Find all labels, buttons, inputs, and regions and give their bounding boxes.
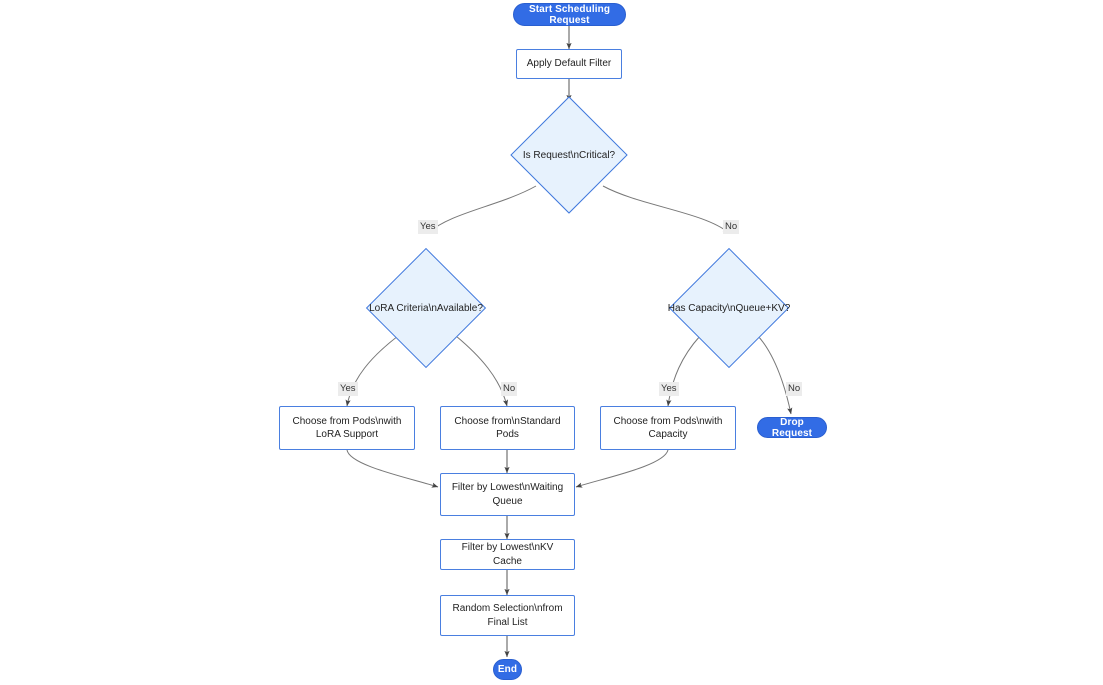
node-lora-criteria-available[interactable]: LoRA Criteria\nAvailable? xyxy=(364,247,488,369)
edge-capacity-no-to-drop-request xyxy=(757,335,793,415)
node-choose-capacity-pods[interactable]: Choose from Pods\nwith Capacity xyxy=(600,406,736,450)
node-filter-waiting-queue-line1: Filter by Lowest\nWaiting xyxy=(451,482,564,493)
node-end-label: End xyxy=(497,664,518,675)
node-choose-standard-pods[interactable]: Choose from\nStandard Pods xyxy=(440,406,575,450)
edge-label-capacity-no: No xyxy=(786,382,803,396)
node-lora-criteria-available-label: LoRA Criteria\nAvailable? xyxy=(369,302,483,314)
edge-lora-yes-to-choose-lora-pods xyxy=(345,335,399,407)
node-choose-lora-pods-line1: Choose from Pods\nwith xyxy=(292,415,402,427)
node-drop-request[interactable]: Drop Request xyxy=(757,416,827,439)
edge-label-lora-no: No xyxy=(501,382,518,396)
node-start[interactable]: Start Scheduling Request xyxy=(513,3,626,26)
edge-label-capacity-yes: Yes xyxy=(659,382,679,396)
node-has-capacity[interactable]: Has Capacity\nQueue+KV? xyxy=(667,247,791,369)
edge-lora-no-to-choose-standard-pods xyxy=(455,335,509,407)
node-end[interactable]: End xyxy=(493,659,522,680)
node-random-selection-line1: Random Selection\nfrom xyxy=(452,603,563,614)
node-is-request-critical[interactable]: Is Request\nCritical? xyxy=(510,96,628,214)
node-choose-capacity-pods-line2: Capacity xyxy=(648,429,688,440)
edge-capacity-yes-to-choose-capacity-pods xyxy=(666,335,701,407)
edge-choose-capacity-pods-to-filter-waiting-queue xyxy=(575,449,669,488)
node-filter-waiting-queue-line2: Queue xyxy=(492,495,523,507)
node-apply-default-filter[interactable]: Apply Default Filter xyxy=(516,49,622,79)
node-choose-standard-pods-line1: Choose from\nStandard xyxy=(454,415,561,427)
node-random-selection[interactable]: Random Selection\nfrom Final List xyxy=(440,595,575,636)
node-choose-standard-pods-line2: Pods xyxy=(496,429,519,440)
edge-label-critical-yes: Yes xyxy=(418,220,438,234)
node-choose-capacity-pods-line1: Choose from Pods\nwith xyxy=(613,415,723,427)
node-is-request-critical-label: Is Request\nCritical? xyxy=(522,149,616,161)
node-filter-kv-cache-label: Filter by Lowest\nKV Cache xyxy=(461,542,554,567)
node-filter-waiting-queue[interactable]: Filter by Lowest\nWaiting Queue xyxy=(440,473,575,516)
edge-label-critical-no: No xyxy=(723,220,740,234)
node-random-selection-line2: Final List xyxy=(487,616,528,628)
node-apply-default-filter-label: Apply Default Filter xyxy=(526,58,612,70)
node-choose-lora-pods[interactable]: Choose from Pods\nwith LoRA Support xyxy=(279,406,415,450)
node-start-label: Start Scheduling Request xyxy=(528,3,611,26)
edge-label-lora-yes: Yes xyxy=(338,382,358,396)
edge-is-request-critical-no-to-capacity xyxy=(602,185,730,234)
edge-choose-lora-pods-to-filter-waiting-queue xyxy=(346,449,439,488)
node-has-capacity-label: Has Capacity\nQueue+KV? xyxy=(667,302,791,314)
node-drop-request-label: Drop Request xyxy=(771,416,813,439)
node-filter-kv-cache[interactable]: Filter by Lowest\nKV Cache xyxy=(440,539,575,570)
node-choose-lora-pods-line2: LoRA Support xyxy=(315,429,379,440)
